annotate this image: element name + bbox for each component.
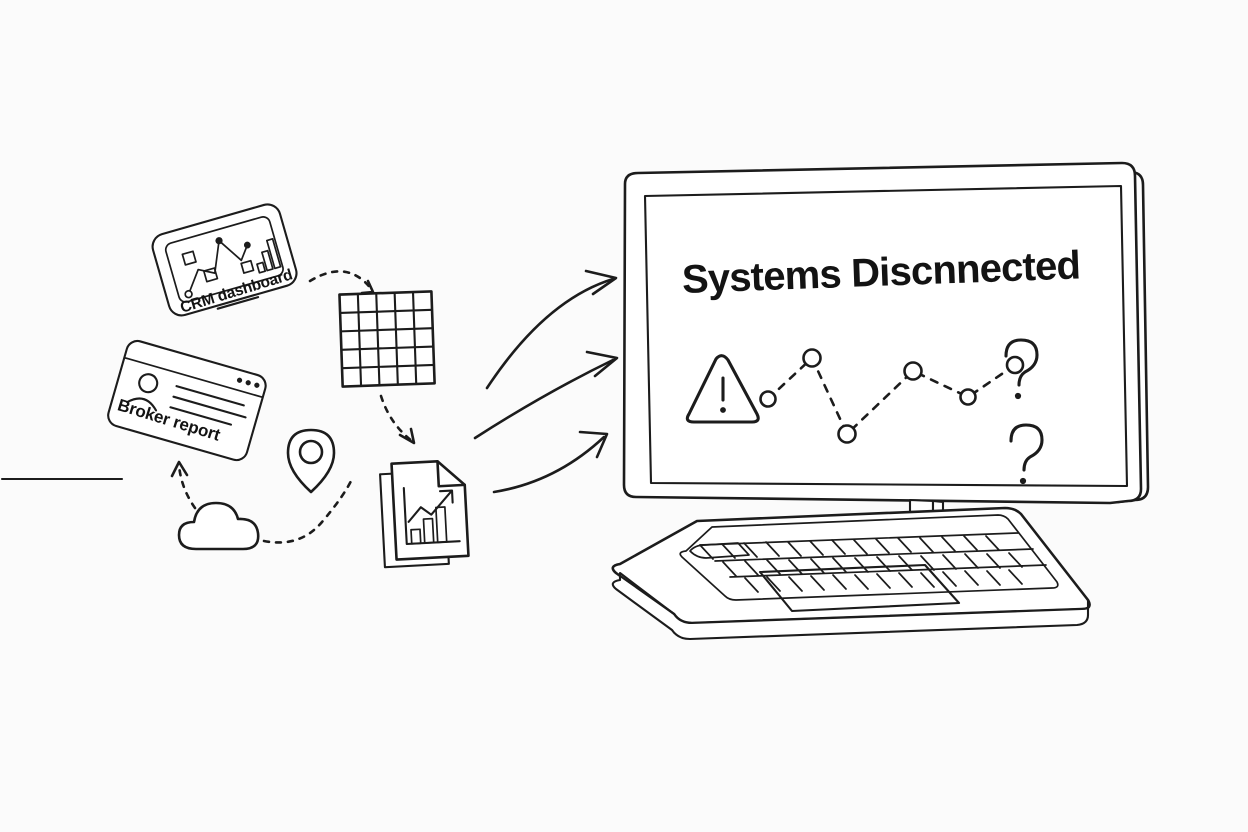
flow-arrow-bottom: [492, 430, 609, 494]
dashed-connector-grid-to-document: [379, 394, 416, 445]
chart-node: [959, 388, 977, 406]
question-mark-lower-icon: [1009, 423, 1044, 485]
flow-arrow-middle: [473, 350, 619, 440]
trackpad: [758, 563, 961, 613]
chart-node: [759, 390, 777, 408]
chart-node: [903, 361, 923, 381]
map-pin-icon: [286, 428, 336, 494]
chart-node: [1005, 355, 1025, 375]
grid-table-icon: [338, 290, 436, 388]
screen-line-chart: [759, 348, 1025, 444]
keyboard: [611, 506, 1091, 641]
cloud-icon: [177, 501, 260, 551]
flow-arrow-top: [485, 269, 618, 390]
tablet-chart-icon: [151, 203, 298, 317]
dashed-connector-crm-to-grid: [308, 270, 375, 295]
chart-node: [802, 348, 822, 368]
warning-triangle-icon: [685, 354, 760, 424]
dashed-connector-cloud-to-broker: [170, 460, 197, 510]
monitor-screen: [622, 161, 1150, 505]
document-bar-chart-icon: [379, 459, 470, 569]
question-mark-upper-icon: [1004, 338, 1039, 400]
dashed-connector-cloud-to-document: [262, 477, 354, 544]
browser-profile-card-icon: [107, 339, 267, 462]
chart-node: [837, 424, 857, 444]
